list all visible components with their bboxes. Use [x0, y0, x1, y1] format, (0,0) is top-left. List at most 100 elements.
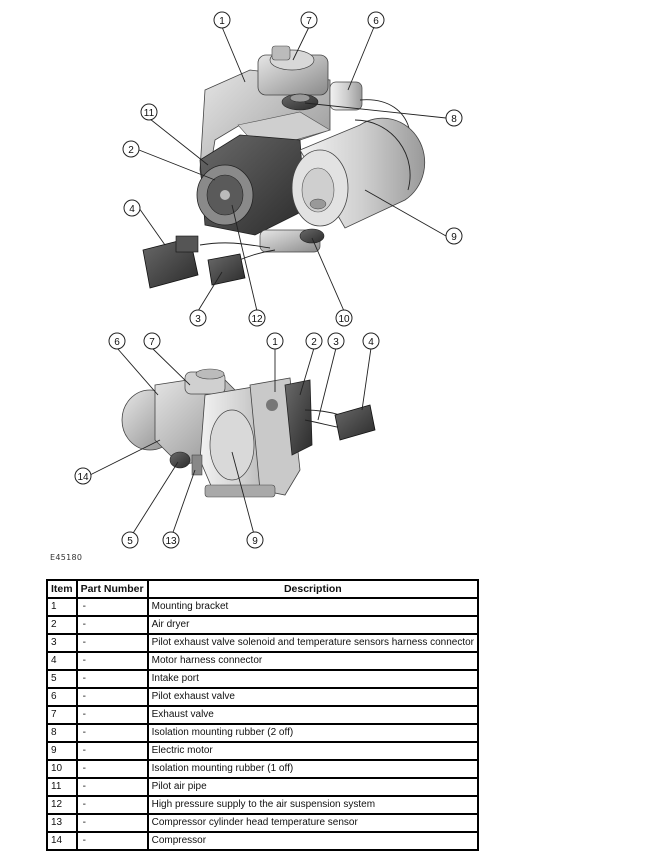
- cell-item: 3: [47, 634, 77, 652]
- cell-description: Electric motor: [147, 742, 479, 760]
- callouts: 1 7 6 11 8 2 9 4 3 12 10 6 7 1 2 3 4 14 …: [74, 11, 463, 549]
- cell-item: 10: [47, 760, 77, 778]
- cell-item: 5: [47, 670, 77, 688]
- callout-top-3: 3: [189, 309, 207, 327]
- svg-text:4: 4: [129, 204, 135, 215]
- cell-part-number: -: [76, 616, 148, 634]
- svg-text:4: 4: [368, 337, 374, 348]
- table-row: 10-Isolation mounting rubber (1 off): [47, 760, 479, 778]
- header-item: Item: [47, 580, 77, 598]
- svg-text:3: 3: [195, 314, 201, 325]
- svg-text:5: 5: [127, 536, 133, 547]
- cell-part-number: -: [76, 688, 148, 706]
- cell-item: 13: [47, 814, 77, 832]
- header-description: Description: [147, 580, 479, 598]
- svg-text:10: 10: [338, 314, 350, 325]
- cell-part-number: -: [76, 778, 148, 796]
- cell-item: 7: [47, 706, 77, 724]
- cell-part-number: -: [76, 814, 148, 832]
- svg-text:6: 6: [373, 16, 379, 27]
- cell-part-number: -: [76, 706, 148, 724]
- callout-bottom-13: 13: [162, 531, 180, 549]
- callout-top-4: 4: [123, 199, 141, 217]
- callout-bottom-7: 7: [143, 332, 161, 350]
- cell-part-number: -: [76, 634, 148, 652]
- callout-top-12: 12: [248, 309, 266, 327]
- cell-description: Air dryer: [147, 616, 479, 634]
- cell-description: Isolation mounting rubber (1 off): [147, 760, 479, 778]
- cell-item: 2: [47, 616, 77, 634]
- figure-code: E45180: [50, 553, 83, 562]
- table-row: 11-Pilot air pipe: [47, 778, 479, 796]
- callout-bottom-1: 1: [266, 332, 284, 350]
- cell-description: Motor harness connector: [147, 652, 479, 670]
- callout-top-6: 6: [367, 11, 385, 29]
- cell-item: 4: [47, 652, 77, 670]
- table-row: 4-Motor harness connector: [47, 652, 479, 670]
- cell-description: Exhaust valve: [147, 706, 479, 724]
- table-row: 13-Compressor cylinder head temperature …: [47, 814, 479, 832]
- callout-bottom-3: 3: [327, 332, 345, 350]
- cell-part-number: -: [76, 832, 148, 850]
- table-row: 3-Pilot exhaust valve solenoid and tempe…: [47, 634, 479, 652]
- svg-text:13: 13: [165, 536, 177, 547]
- svg-text:9: 9: [451, 232, 457, 243]
- table-row: 9-Electric motor: [47, 742, 479, 760]
- svg-text:1: 1: [272, 337, 278, 348]
- cell-item: 11: [47, 778, 77, 796]
- callout-bottom-4: 4: [362, 332, 380, 350]
- callout-bottom-2: 2: [305, 332, 323, 350]
- svg-text:6: 6: [114, 337, 120, 348]
- cell-description: Isolation mounting rubber (2 off): [147, 724, 479, 742]
- svg-text:9: 9: [252, 536, 258, 547]
- callout-top-9: 9: [445, 227, 463, 245]
- callout-top-2: 2: [122, 140, 140, 158]
- svg-text:12: 12: [251, 314, 263, 325]
- svg-text:3: 3: [333, 337, 339, 348]
- svg-text:8: 8: [451, 114, 457, 125]
- table-row: 5-Intake port: [47, 670, 479, 688]
- cell-part-number: -: [76, 742, 148, 760]
- svg-text:1: 1: [219, 16, 225, 27]
- callout-top-1: 1: [213, 11, 231, 29]
- cell-item: 8: [47, 724, 77, 742]
- cell-item: 1: [47, 598, 77, 616]
- cell-part-number: -: [76, 760, 148, 778]
- callout-top-8: 8: [445, 109, 463, 127]
- table-row: 8-Isolation mounting rubber (2 off): [47, 724, 479, 742]
- leader-lines: [89, 26, 447, 539]
- cell-part-number: -: [76, 724, 148, 742]
- callout-bottom-6: 6: [108, 332, 126, 350]
- table-row: 1-Mounting bracket: [47, 598, 479, 616]
- top-view-illustration: [142, 45, 426, 289]
- cell-description: Pilot exhaust valve solenoid and tempera…: [147, 634, 479, 652]
- cell-description: Intake port: [147, 670, 479, 688]
- svg-text:2: 2: [311, 337, 317, 348]
- svg-text:14: 14: [77, 472, 89, 483]
- svg-text:2: 2: [128, 145, 134, 156]
- callout-top-7: 7: [300, 11, 318, 29]
- cell-item: 14: [47, 832, 77, 850]
- table-header-row: Item Part Number Description: [47, 580, 479, 598]
- table-row: 6-Pilot exhaust valve: [47, 688, 479, 706]
- cell-part-number: -: [76, 598, 148, 616]
- cell-description: Pilot air pipe: [147, 778, 479, 796]
- cell-description: High pressure supply to the air suspensi…: [147, 796, 479, 814]
- callout-bottom-14: 14: [74, 467, 92, 485]
- header-part-number: Part Number: [76, 580, 148, 598]
- bottom-view-illustration: [121, 368, 376, 498]
- callout-bottom-9: 9: [246, 531, 264, 549]
- svg-text:11: 11: [144, 108, 155, 119]
- cell-description: Pilot exhaust valve: [147, 688, 479, 706]
- cell-item: 12: [47, 796, 77, 814]
- cell-description: Compressor: [147, 832, 479, 850]
- table-row: 2-Air dryer: [47, 616, 479, 634]
- cell-part-number: -: [76, 652, 148, 670]
- callout-top-10: 10: [335, 309, 353, 327]
- svg-text:7: 7: [149, 337, 155, 348]
- table-row: 14-Compressor: [47, 832, 479, 850]
- cell-description: Mounting bracket: [147, 598, 479, 616]
- callout-bottom-5: 5: [121, 531, 139, 549]
- cell-part-number: -: [76, 670, 148, 688]
